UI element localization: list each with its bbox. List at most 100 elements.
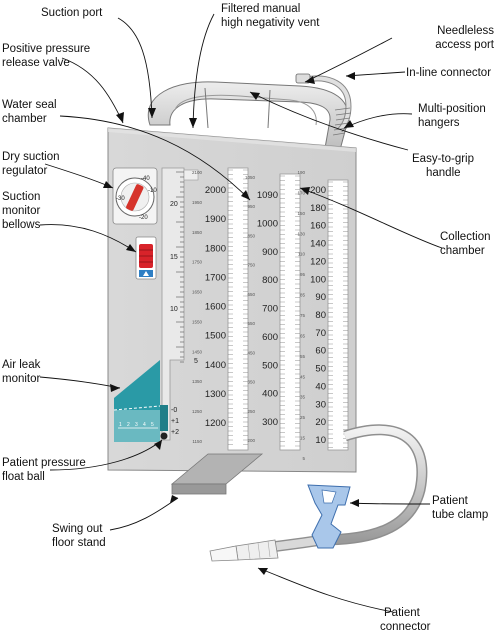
collection-scale-minor: 1850: [192, 230, 203, 235]
collection-scale-major: 140: [310, 239, 326, 250]
label-bellows-line3: bellows: [2, 219, 41, 231]
collection-scale-minor: 130: [297, 231, 305, 236]
collection-scale-minor: 85: [300, 293, 306, 298]
collection-scale-minor: 1350: [192, 379, 203, 384]
label-bellows-line1: Suction: [2, 191, 40, 203]
collection-scale-minor: 1750: [192, 260, 203, 265]
collection-scale-major: 50: [315, 364, 326, 375]
collection-scale-major: 1090: [257, 190, 278, 201]
collection-scale-minor: 1250: [192, 409, 203, 414]
collection-column-right: [328, 180, 348, 450]
collection-scale-minor: 45: [300, 374, 306, 379]
air-leak-scale-label: +2: [171, 429, 179, 436]
collection-scale-major: 1700: [205, 272, 226, 283]
collection-scale-major: 1400: [205, 360, 226, 371]
label-water-seal-line2: chamber: [2, 113, 47, 125]
label-air-leak-line2: monitor: [2, 373, 41, 385]
air-leak-small-tick: 3: [135, 422, 138, 428]
patient-pressure-float-ball: [161, 433, 168, 440]
collection-scale-minor: 850: [247, 233, 255, 238]
dial-tick: -10: [148, 188, 157, 194]
label-floor-stand-line1: Swing out: [52, 523, 103, 535]
collection-scale-minor: 25: [300, 415, 306, 420]
collection-scale-major: 10: [315, 435, 326, 446]
collection-scale-minor: 950: [247, 204, 255, 209]
label-handle-line1: Easy-to-grip: [412, 153, 474, 165]
collection-scale-major: 30: [315, 399, 326, 410]
dial-tick: -20: [139, 215, 148, 221]
label-needleless-line1: Needleless: [437, 25, 494, 37]
collection-scale-minor: 650: [247, 292, 255, 297]
collection-scale-minor: 190: [297, 170, 305, 175]
label-clamp-line1: Patient: [432, 495, 469, 507]
label-inline-connector: In-line connector: [406, 67, 491, 79]
collection-scale-minor: 1150: [192, 439, 202, 444]
collection-scale-minor: 450: [247, 350, 255, 355]
collection-scale-minor: 15: [300, 436, 306, 441]
collection-scale-minor: 1050: [245, 175, 256, 180]
label-dry-suction-line2: regulator: [2, 165, 48, 177]
label-needleless-line2: access port: [435, 39, 495, 51]
collection-scale-major: 900: [262, 247, 278, 258]
collection-scale-minor: 150: [297, 211, 305, 216]
label-connector-line1: Patient: [384, 607, 421, 619]
collection-scale-minor: 35: [300, 395, 306, 400]
collection-scale-major: 700: [262, 304, 278, 315]
collection-scale-major: 70: [315, 328, 326, 339]
collection-scale-major: 160: [310, 221, 326, 232]
collection-scale-major: 60: [315, 346, 326, 357]
collection-scale-minor: 200: [247, 438, 255, 443]
label-bellows-line2: monitor: [2, 205, 41, 217]
air-leak-scale-label: -0: [171, 407, 177, 414]
label-collection-line1: Collection: [440, 231, 491, 243]
collection-scale-major: 1300: [205, 389, 226, 400]
collection-scale-major: 200: [310, 185, 326, 196]
label-hangers-line2: hangers: [418, 117, 460, 129]
label-hangers-line1: Multi-position: [418, 103, 486, 115]
patient-connector: [210, 540, 278, 561]
label-positive-pressure-line1: Positive pressure: [2, 43, 90, 55]
collection-scale-major: 300: [262, 417, 278, 428]
water-seal-tick-label: 10: [170, 306, 178, 313]
collection-scale-major: 1600: [205, 302, 226, 313]
collection-scale-major: 40: [315, 381, 326, 392]
label-float-ball-line1: Patient pressure: [2, 457, 86, 469]
collection-scale-minor: 1950: [192, 200, 203, 205]
air-leak-small-tick: 4: [143, 422, 146, 428]
dial-tick: -40: [141, 176, 150, 182]
collection-scale-major: 600: [262, 332, 278, 343]
collection-scale-minor: 750: [247, 263, 255, 268]
collection-scale-major: 500: [262, 360, 278, 371]
air-leak-small-tick: 5: [151, 422, 154, 428]
collection-scale-major: 20: [315, 417, 326, 428]
label-positive-pressure-line2: release valve: [2, 57, 70, 69]
water-seal-tick-label: 20: [170, 201, 178, 208]
collection-scale-major: 1000: [257, 218, 278, 229]
dry-suction-regulator-dial: -40 -10 -30 -20: [113, 168, 157, 224]
air-leak-scale-label: +1: [171, 418, 179, 425]
label-collection-line2: chamber: [440, 245, 485, 257]
collection-scale-minor: 2100: [192, 170, 203, 175]
collection-scale-major: 180: [310, 203, 326, 214]
collection-scale-minor: 75: [300, 313, 306, 318]
collection-scale-major: 400: [262, 389, 278, 400]
water-seal-tick-label: 5: [194, 358, 198, 365]
label-suction-port: Suction port: [41, 7, 103, 19]
label-connector-line2: connector: [380, 621, 431, 633]
collection-scale-major: 100: [310, 274, 326, 285]
label-filtered-vent-line1: Filtered manual: [221, 3, 300, 15]
collection-scale-minor: 1450: [192, 349, 203, 354]
collection-scale-minor: 1550: [192, 319, 203, 324]
water-seal-tick-label: 15: [170, 254, 178, 261]
collection-scale-major: 1900: [205, 214, 226, 225]
dial-tick: -30: [116, 196, 125, 202]
label-floor-stand-line2: floor stand: [52, 537, 106, 549]
air-leak-small-tick: 1: [119, 422, 122, 428]
collection-scale-major: 1800: [205, 243, 226, 254]
collection-scale-minor: 65: [300, 333, 306, 338]
collection-scale-minor: 55: [300, 354, 306, 359]
label-clamp-line2: tube clamp: [432, 509, 488, 521]
collection-scale-major: 1500: [205, 331, 226, 342]
label-handle-line2: handle: [426, 167, 461, 179]
